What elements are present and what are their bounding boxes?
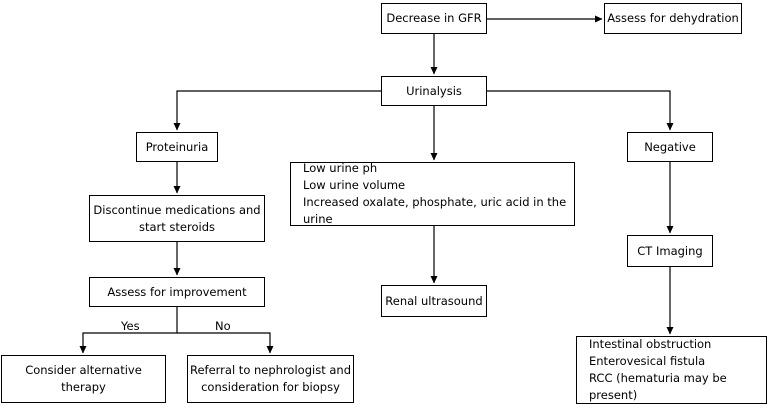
finding-line-2: Enterovesical fistula	[589, 354, 706, 368]
node-label: Consider alternative therapy	[25, 363, 142, 394]
node-assess-improvement: Assess for improvement	[89, 277, 265, 307]
node-decrease-in-gfr: Decrease in GFR	[381, 3, 487, 34]
arrow-improvement-branch	[79, 307, 178, 354]
node-label: Renal ultrasound	[385, 293, 483, 308]
node-label: Urinalysis	[406, 83, 462, 98]
edge-label-yes: Yes	[121, 319, 140, 333]
node-label-line-1: Referral to nephrologist and	[189, 363, 351, 377]
arrow-urinalysis-to-proteinuria	[173, 90, 383, 131]
node-label: Assess for dehydration	[607, 11, 739, 25]
node-urinalysis: Urinalysis	[381, 76, 487, 106]
node-label-line-1: Discontinue medications and	[93, 202, 261, 217]
node-label: Negative	[644, 139, 696, 154]
node-referral-nephrologist: Referral to nephrologist and considerati…	[187, 355, 354, 403]
node-ct-imaging: CT Imaging	[627, 235, 713, 267]
node-renal-ultrasound: Renal ultrasound	[381, 285, 487, 317]
arrow-urinalysis-to-negative	[487, 90, 674, 131]
node-negative: Negative	[627, 132, 713, 162]
finding-line-3: Increased oxalate, phosphate, uric acid …	[303, 195, 567, 226]
node-label-line-2: consideration for biopsy	[201, 380, 340, 394]
finding-line-3: RCC (hematuria may be present)	[589, 371, 727, 402]
node-assess-dehydration: Assess for dehydration	[604, 3, 742, 34]
node-label: Assess for improvement	[107, 284, 247, 299]
node-proteinuria: Proteinuria	[136, 132, 218, 162]
node-consider-alternative-therapy: Consider alternative therapy	[1, 355, 166, 403]
node-discontinue-medications: Discontinue medications and start steroi…	[89, 195, 265, 242]
node-label: Decrease in GFR	[386, 11, 482, 25]
node-ct-findings: Intestinal obstruction Enterovesical fis…	[576, 336, 767, 404]
finding-line-1: Low urine ph	[303, 161, 378, 175]
finding-line-1: Intestinal obstruction	[589, 337, 712, 351]
node-label-line-2: start steroids	[138, 219, 215, 234]
node-label: Proteinuria	[145, 139, 209, 154]
node-label: CT Imaging	[637, 243, 703, 258]
arrow-improvement-to-referral	[177, 332, 274, 354]
finding-line-2: Low urine volume	[303, 178, 406, 192]
edge-label-no: No	[215, 319, 231, 333]
node-urine-findings: Low urine ph Low urine volume Increased …	[290, 161, 575, 226]
